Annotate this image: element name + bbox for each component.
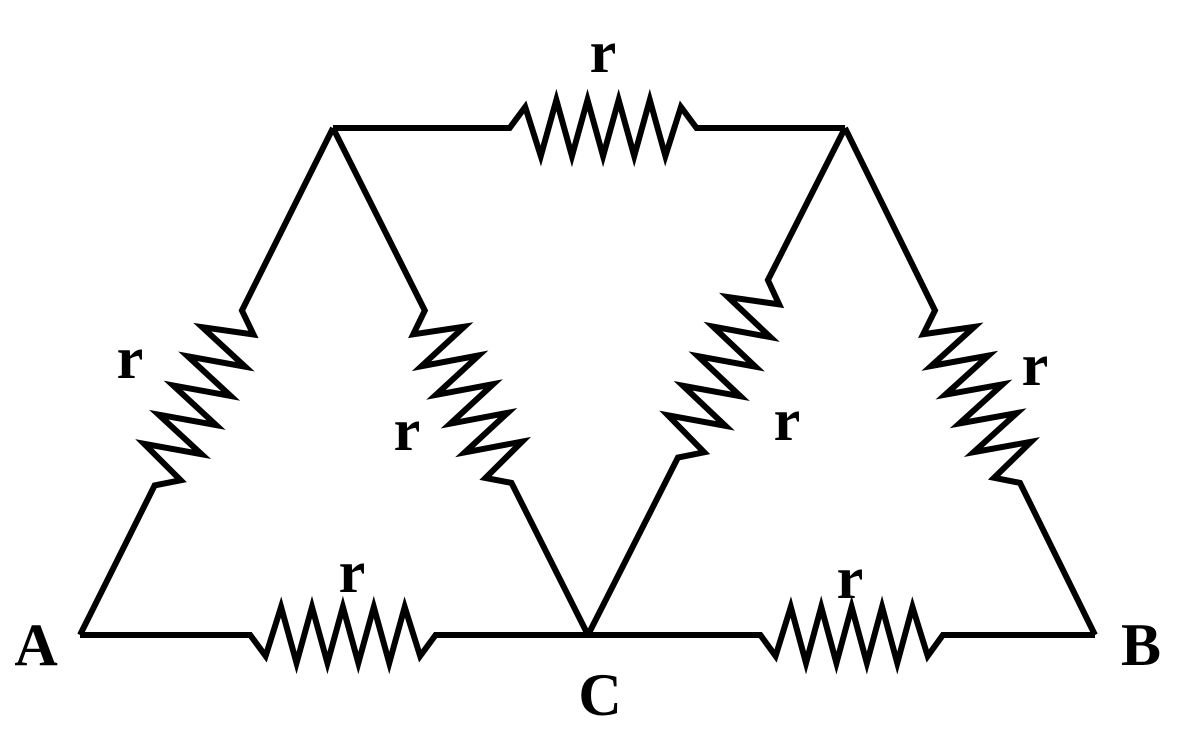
resistor-bottom-right — [588, 595, 1095, 675]
resistor-inner-left — [330, 126, 591, 637]
resistor-label-left: r — [117, 325, 144, 391]
resistor-label-inner-right: r — [774, 387, 801, 453]
resistor-right — [842, 126, 1098, 637]
wires — [77, 88, 1098, 675]
node-label-c: C — [578, 662, 621, 728]
resistor-label-bottom-right: r — [837, 545, 864, 611]
resistor-left — [77, 126, 336, 637]
resistor-label-top: r — [590, 19, 617, 85]
resistor-inner-right — [585, 126, 848, 637]
resistor-label-right: r — [1022, 332, 1049, 398]
node-label-b: B — [1121, 612, 1161, 678]
resistor-label-bottom-left: r — [339, 539, 366, 605]
resistor-bottom-left — [80, 595, 588, 675]
resistor-top — [333, 88, 845, 168]
resistor-label-inner-left: r — [394, 397, 421, 463]
node-label-a: A — [14, 612, 57, 678]
